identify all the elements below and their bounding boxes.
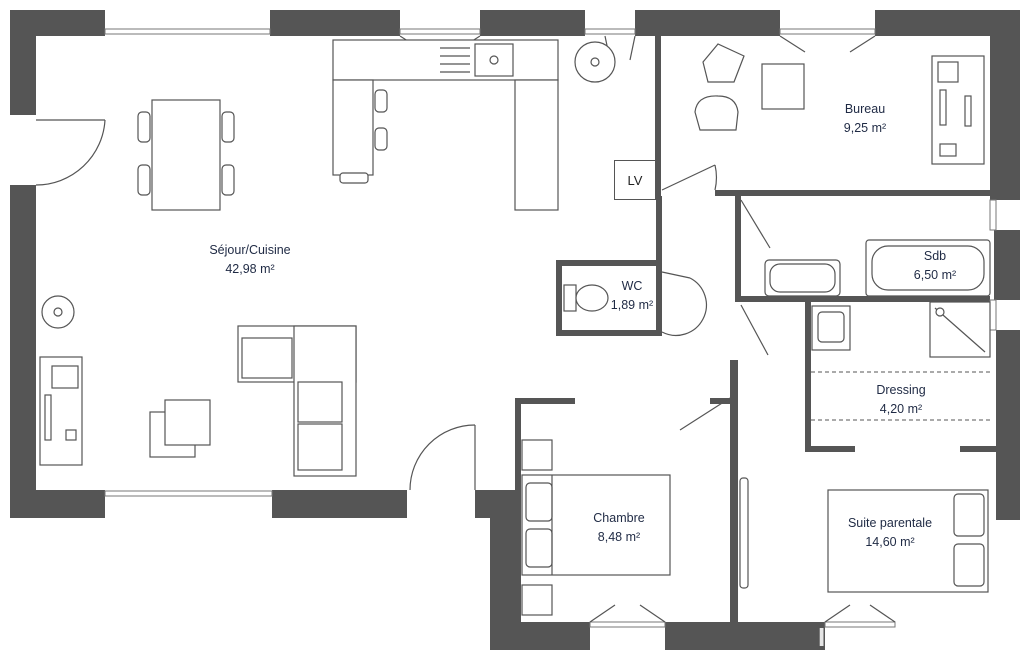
room-label-bureau: Bureau 9,25 m² (820, 100, 910, 138)
room-area: 4,20 m² (879, 402, 923, 416)
room-label-chambre: Chambre 8,48 m² (574, 509, 664, 547)
dining-table (137, 99, 235, 211)
room-area: 8,48 m² (597, 530, 641, 544)
room-name: Séjour/Cuisine (209, 243, 291, 257)
windows (104, 28, 997, 628)
suite-bed (739, 477, 989, 593)
bathtubs (764, 239, 991, 297)
office-furniture (694, 43, 985, 165)
room-name: Sdb (923, 249, 947, 263)
room-area: 14,60 m² (865, 535, 915, 549)
room-label-dressing: Dressing 4,20 m² (856, 381, 946, 419)
room-label-sdb: Sdb 6,50 m² (900, 247, 970, 285)
room-label-suite: Suite parentale 14,60 m² (830, 514, 950, 552)
coffee-table (149, 399, 211, 458)
bar-stools (339, 89, 388, 184)
room-name: Chambre (593, 511, 645, 525)
sink-shower (811, 301, 991, 358)
outer-walls (10, 10, 1020, 650)
room-name: WC (621, 279, 643, 293)
kitchen-counter (332, 39, 559, 211)
room-area: 1,89 m² (610, 298, 654, 312)
dressing-shelves (811, 371, 990, 421)
room-area: 6,50 m² (913, 268, 957, 282)
room-name: Dressing (876, 383, 926, 397)
chambre-bed (521, 439, 671, 616)
plant (41, 295, 75, 329)
room-name: Bureau (844, 102, 886, 116)
drum-fixture (574, 41, 616, 83)
sofa (237, 325, 357, 477)
room-area: 42,98 m² (225, 262, 275, 276)
room-name: Suite parentale (847, 516, 933, 530)
room-area: 9,25 m² (843, 121, 887, 135)
room-label-wc: WC 1,89 m² (600, 277, 664, 315)
tv-unit (39, 356, 83, 466)
washing-machine-lv: LV (614, 160, 656, 200)
watermark-text: IMMOBILIER (818, 622, 994, 652)
room-label-sejour: Séjour/Cuisine 42,98 m² (195, 241, 305, 279)
toilet (563, 284, 609, 312)
interior-walls (515, 36, 1000, 628)
